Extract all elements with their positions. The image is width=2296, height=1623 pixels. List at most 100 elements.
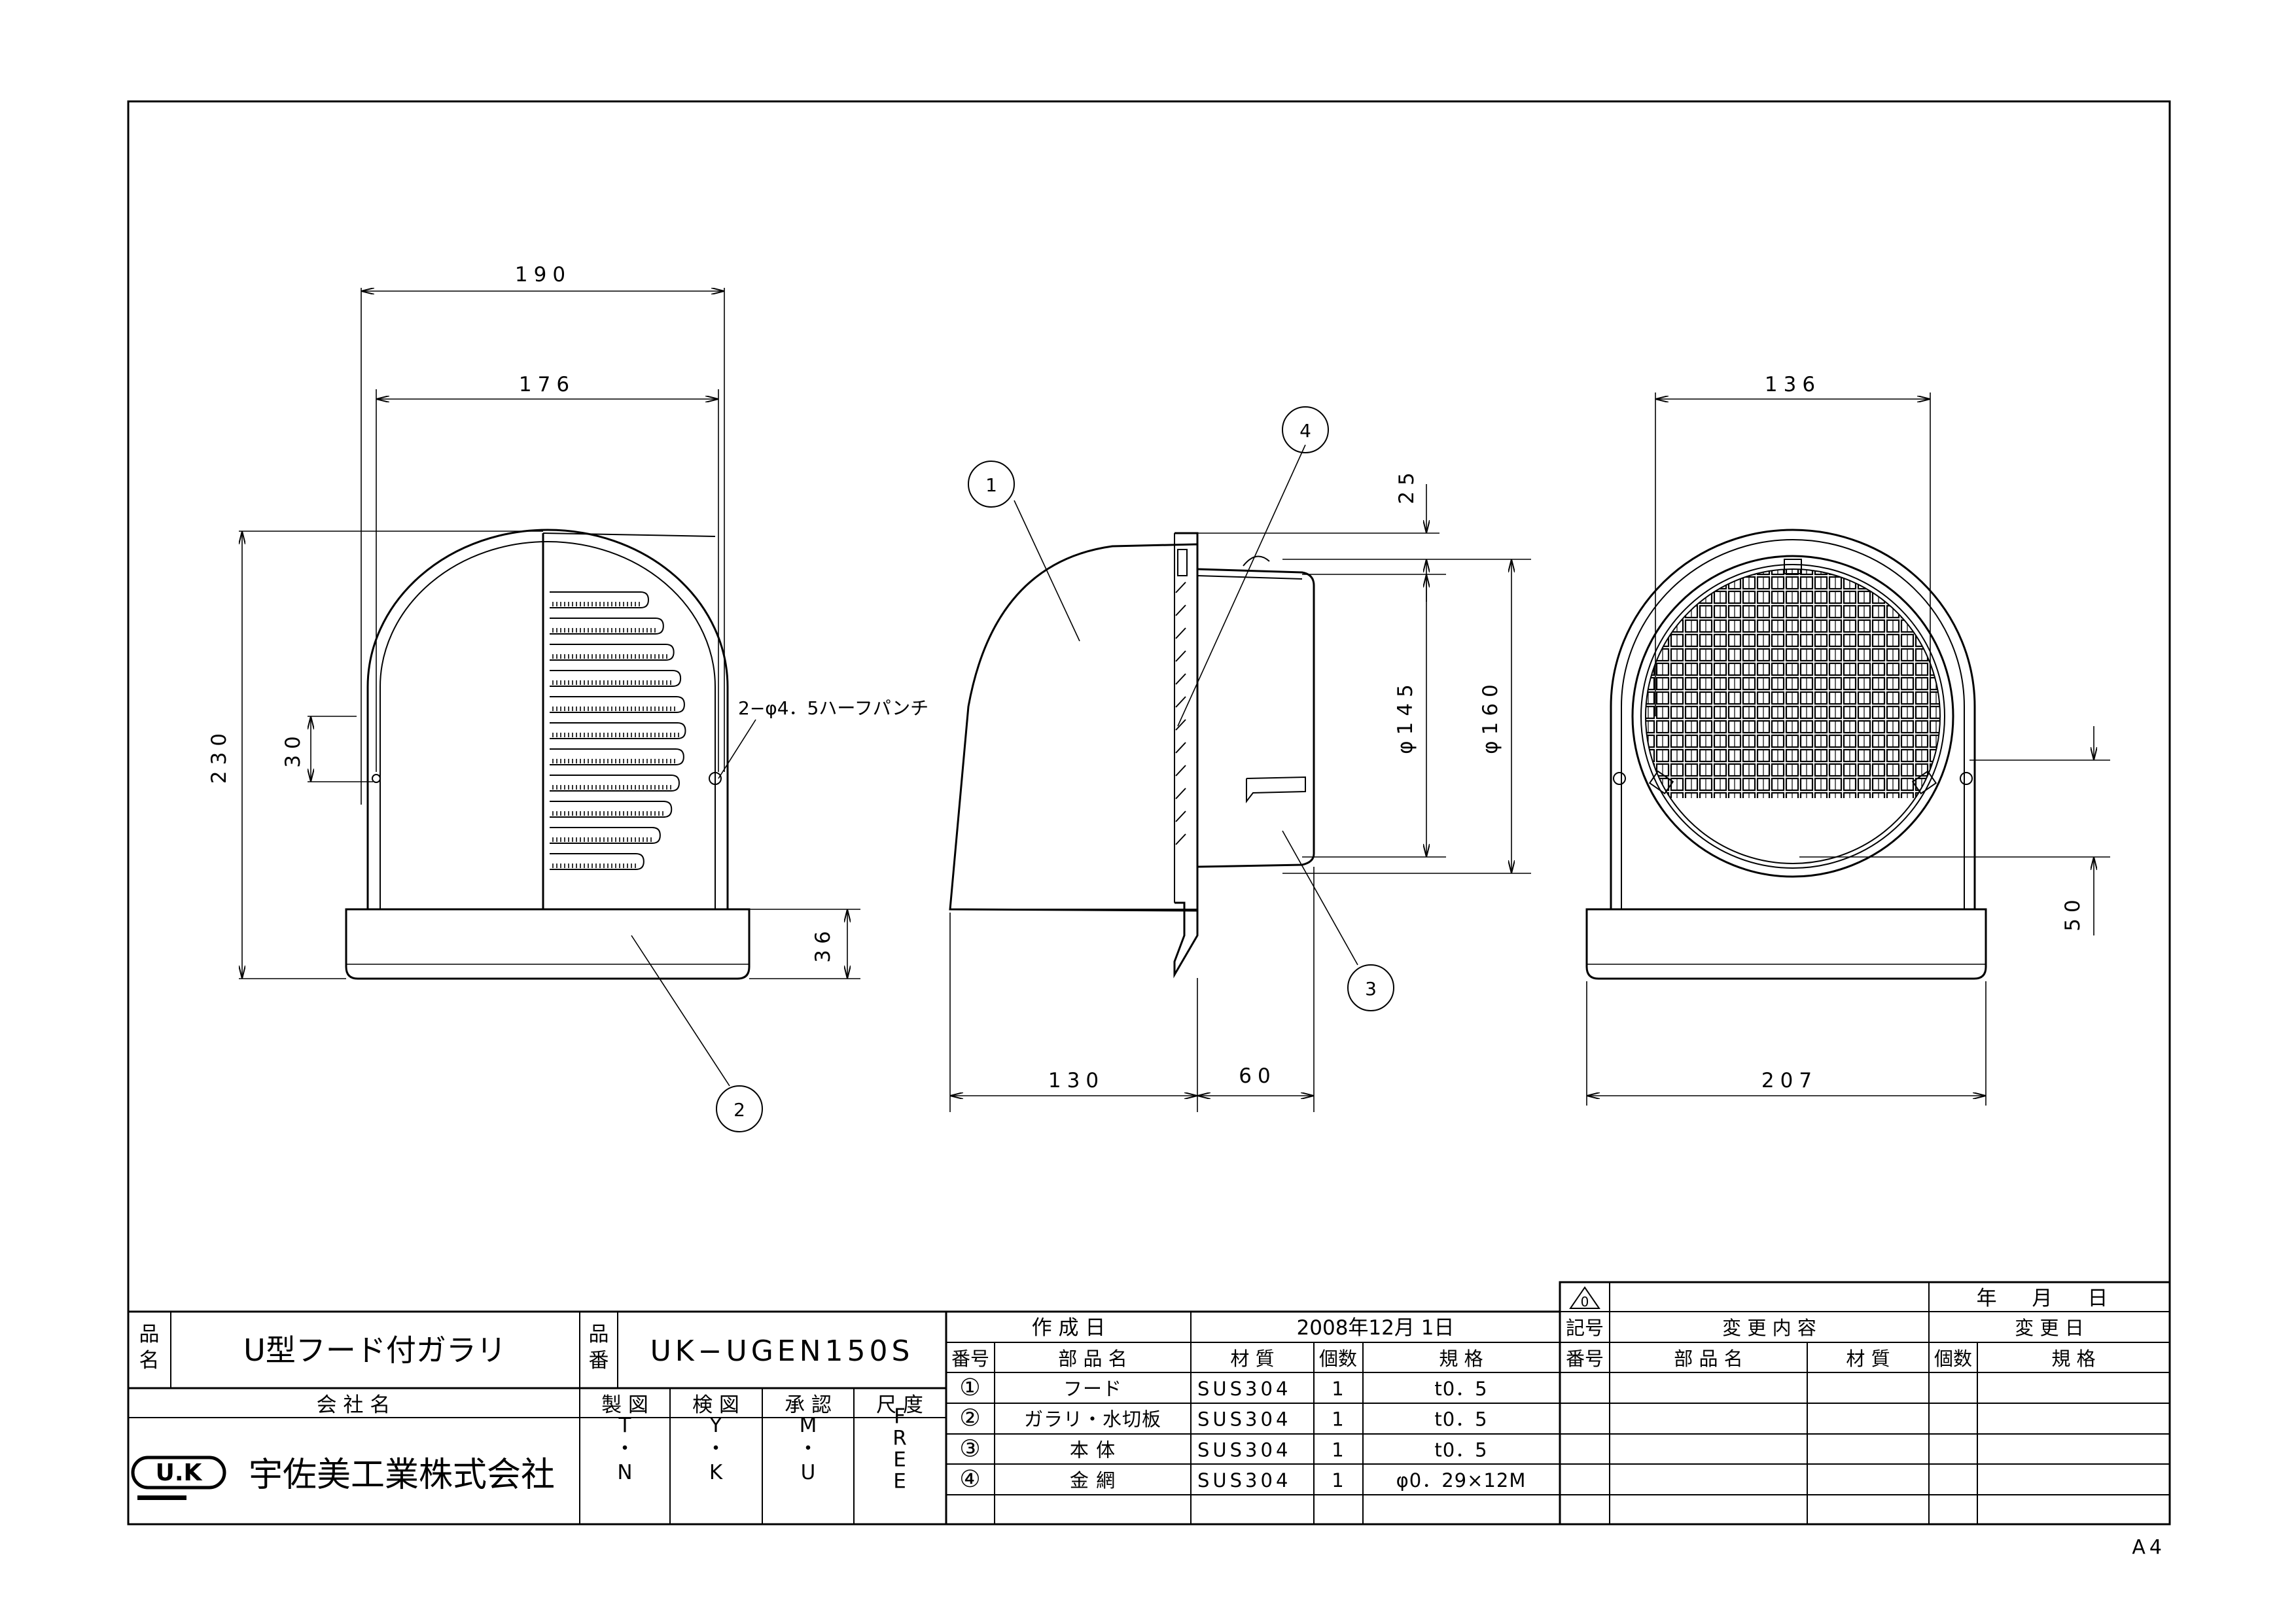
side-slat [1175,719,1186,731]
revision-header-mark: 記号 [1566,1317,1604,1339]
revision-header-date: 変 更 日 [2015,1317,2083,1339]
revision-sub-material: 材 質 [1846,1348,1890,1370]
signature-char: R [892,1427,907,1450]
parts-header-material: 材 質 [1230,1348,1274,1370]
revision-sub-no: 番号 [1566,1348,1604,1370]
signature-char: ・ [798,1437,819,1461]
parts-cell-qty: 1 [1332,1439,1344,1461]
hinban-label-1: 品 [589,1323,609,1346]
role-checker: 検 図 [692,1393,739,1417]
louver-slat [550,827,661,844]
role-scale: 尺 度 [876,1393,923,1417]
dim-base-height: 36 [811,925,835,962]
parts-header-no: 番号 [951,1348,989,1370]
side-slat [1175,811,1186,822]
parts-header-name: 部 品 名 [1058,1348,1127,1370]
side-slat [1175,696,1186,708]
paper-size: A4 [2132,1536,2166,1559]
front-view [239,288,860,1087]
side-slats [1175,582,1186,845]
signature-char: U [801,1461,816,1484]
punch-note: 2−φ4．5ハーフパンチ [738,697,928,719]
parts-cell-spec: t0．5 [1434,1378,1487,1400]
dim-rear-width: 136 [1765,373,1821,396]
balloon-1: 1 [968,461,1015,508]
balloon-3: 3 [1347,964,1394,1011]
parts-cell-material: SUS304 [1197,1469,1291,1492]
sig-checker: Y・K [706,1414,726,1484]
side-slat [1175,833,1186,845]
rear-view [1585,393,2110,1106]
revision-sub-spec: 規 格 [2051,1348,2095,1370]
parts-cell-spec: φ0．29×12M [1396,1469,1527,1492]
dim-outer-diameter: φ160 [1479,678,1502,754]
parts-cell-no: ③ [959,1435,981,1462]
louver-slat [550,775,680,792]
dim-inner-diameter: φ145 [1394,678,1417,754]
svg-text:U.K: U.K [156,1459,203,1486]
svg-text:4: 4 [1299,420,1311,442]
svg-text:3: 3 [1365,978,1377,1000]
louver-slat [550,853,645,870]
created-date: 2008年12月 1日 [1297,1316,1455,1340]
signature-char: N [617,1461,632,1484]
parts-cell-no: ① [959,1374,981,1401]
side-slat [1175,627,1186,639]
sig-drafter: T・N [615,1414,635,1484]
revision-sub-qty: 個数 [1934,1348,1972,1370]
dim-top-offset: 25 [1395,466,1419,504]
signature-char: F [894,1405,906,1429]
signature-char: Y [709,1414,722,1437]
side-slat [1175,582,1186,593]
hinmei-label-1: 品 [139,1323,160,1346]
louver-slat [550,644,675,661]
signature-char: ・ [615,1437,635,1461]
product-name: U型フード付ガラリ [243,1333,506,1368]
revision-mark: 0 [1581,1294,1589,1310]
louver-slat [550,618,664,635]
dim-front-height: 230 [207,727,231,784]
revision-date-header: 年 月 日 [1977,1287,2123,1310]
svg-text:2: 2 [733,1099,745,1121]
product-code: UK−UGEN150S [650,1335,914,1368]
parts-header-qty: 個数 [1319,1348,1357,1370]
side-slat [1175,673,1186,685]
dim-front-inner-width: 176 [519,373,575,396]
dim-punch-spacing: 30 [281,730,305,767]
sig-approver: M・U [798,1414,819,1484]
role-drafter: 製 図 [601,1393,648,1417]
parts-cell-spec: t0．5 [1434,1439,1487,1461]
balloon-4: 4 [1282,406,1329,453]
dim-rear-offset: 50 [2061,894,2085,931]
parts-cell-qty: 1 [1332,1469,1344,1492]
louver-slats [550,591,686,870]
company-name: 宇佐美工業株式会社 [249,1456,555,1495]
parts-cell-qty: 1 [1332,1378,1344,1400]
signature-char: T [618,1414,632,1437]
svg-text:1: 1 [985,474,997,496]
company-name-label: 会 社 名 [317,1393,391,1417]
revision-header-content: 変 更 内 容 [1722,1317,1816,1339]
hinban-label-2: 番 [589,1349,609,1372]
created-label: 作 成 日 [1032,1316,1106,1340]
company-logo: U.K [131,1456,226,1500]
side-slat [1175,765,1186,777]
parts-cell-material: SUS304 [1197,1378,1291,1400]
parts-header-spec: 規 格 [1439,1348,1483,1370]
signature-char: E [893,1470,906,1493]
dim-front-outer-width: 190 [515,263,571,287]
parts-cell-material: SUS304 [1197,1439,1291,1461]
louver-slat [550,670,682,687]
side-slat [1175,788,1186,799]
signature-char: ・ [706,1437,726,1461]
title-block [127,1281,2171,1526]
dim-side-collar: 60 [1239,1064,1276,1088]
louver-slat [550,722,686,739]
parts-cell-name: フード [1063,1378,1122,1400]
parts-cell-no: ④ [959,1466,981,1493]
hinmei-label-2: 名 [139,1349,160,1372]
parts-cell-no: ② [959,1405,981,1432]
louver-slat [550,591,649,608]
